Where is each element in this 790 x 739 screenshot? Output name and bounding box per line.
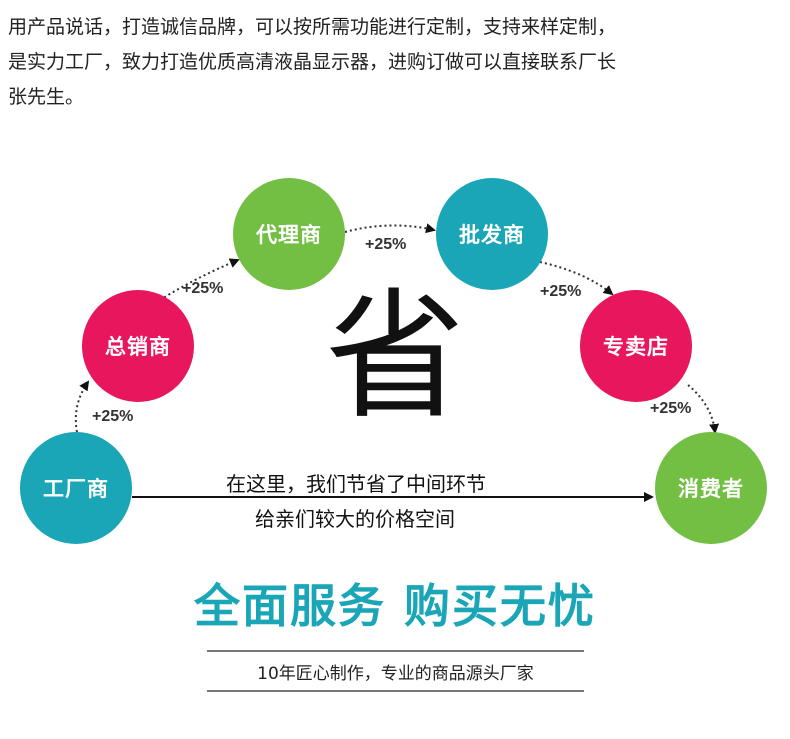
node-wholesaler: 批发商 — [436, 178, 548, 290]
arrow-agent-to-wholesale — [344, 223, 436, 234]
arrow-factory-to-general — [74, 380, 90, 433]
slogan: 全面服务 购买无忧 — [193, 579, 596, 633]
node-general-distributor: 总销商 — [82, 290, 194, 402]
markup-2: +25% — [182, 280, 224, 297]
node-agent: 代理商 — [233, 178, 345, 290]
intro-line-1: 用产品说话，打造诚信品牌，可以按所需功能进行定制，支持来样定制， — [8, 16, 617, 38]
markup-5: +25% — [650, 400, 692, 417]
tagline: 10年匠心制作，专业的商品源头厂家 — [257, 663, 534, 684]
node-agent-label: 代理商 — [256, 223, 322, 247]
node-wholesale-label: 批发商 — [459, 223, 525, 247]
node-general-label: 总销商 — [105, 335, 171, 359]
markup-3: +25% — [365, 236, 407, 253]
markup-1: +25% — [92, 408, 134, 425]
node-factory: 工厂商 — [20, 432, 132, 544]
markup-4: +25% — [540, 283, 582, 300]
intro-line-2: 是实力工厂，致力打造优质高清液晶显示器，进购订做可以直接联系厂长 — [8, 51, 617, 73]
center-text-line-2: 给亲们较大的价格空间 — [255, 507, 455, 531]
node-store: 专卖店 — [580, 290, 692, 402]
node-consumer-label: 消费者 — [678, 477, 744, 501]
arrow-store-to-consumer — [687, 384, 720, 434]
node-consumer: 消费者 — [655, 432, 767, 544]
center-text-line-1: 在这里，我们节省了中间环节 — [226, 472, 486, 496]
node-store-label: 专卖店 — [603, 335, 669, 359]
intro-text: 用产品说话，打造诚信品牌，可以按所需功能进行定制，支持来样定制， 是实力工厂，致… — [8, 10, 778, 115]
intro-line-3: 张先生。 — [8, 86, 85, 108]
save-character: 省 — [325, 276, 466, 439]
tagline-box: 10年匠心制作，专业的商品源头厂家 — [207, 650, 584, 692]
node-factory-label: 工厂商 — [43, 477, 109, 501]
